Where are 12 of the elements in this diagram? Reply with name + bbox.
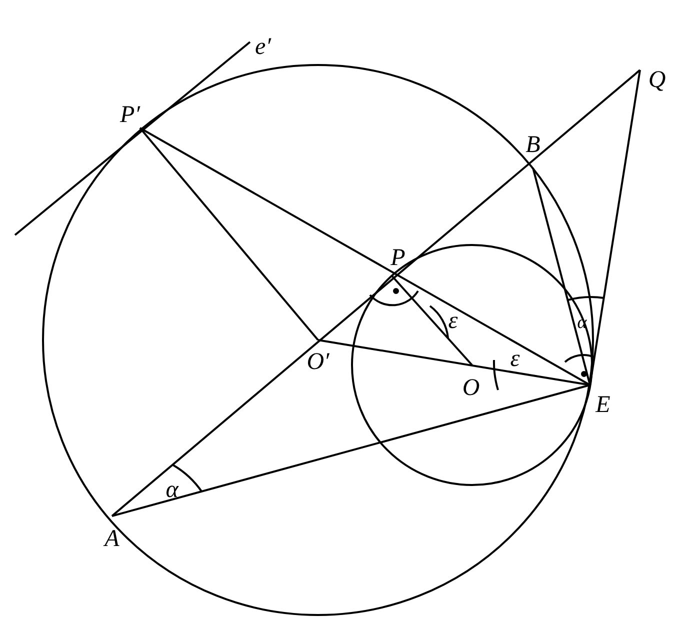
point-label: P′ xyxy=(120,103,140,127)
point-label: O xyxy=(462,376,480,400)
point-label: O′ xyxy=(306,350,330,374)
point-label: Q xyxy=(648,68,666,92)
point-label: e′ xyxy=(255,35,271,59)
point-label: ε xyxy=(448,309,458,333)
point-label: E xyxy=(596,393,610,417)
point-label: A xyxy=(104,527,120,551)
point-label: P xyxy=(390,246,406,270)
point-label: B xyxy=(526,133,540,157)
point-label: α xyxy=(166,478,178,502)
point-label: ε xyxy=(510,347,520,371)
